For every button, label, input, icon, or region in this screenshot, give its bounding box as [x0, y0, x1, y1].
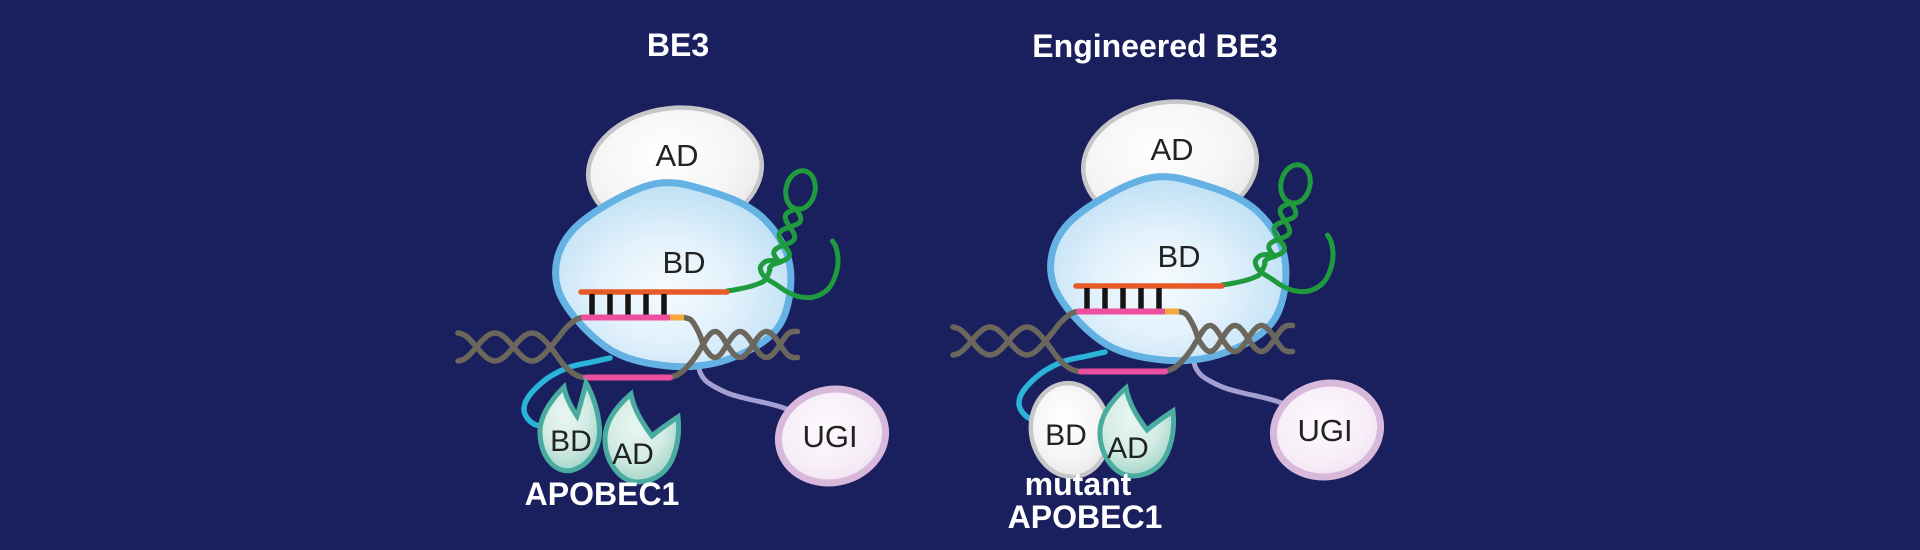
bd-domain-label: BD [1157, 239, 1200, 274]
base-pair-ticks [589, 294, 667, 315]
apobec-bd-leaf [537, 376, 603, 474]
cas9-bd-blob [552, 179, 795, 371]
ad-domain-label: AD [1150, 132, 1193, 167]
dna-strand [455, 330, 554, 364]
ad-domain-label: AD [655, 138, 698, 173]
dna-strand [547, 314, 588, 350]
apobec-name-label: APOBEC1 [525, 476, 680, 512]
ugi-label: UGI [802, 419, 857, 454]
dna-strand [1042, 308, 1083, 344]
mutant-apobec-name-label: APOBEC1 [1008, 499, 1163, 535]
cas9-bd-blob [1047, 173, 1290, 365]
dna-strand [700, 328, 801, 361]
engineered-be3-body: AD BD BD AD UGI [950, 99, 1385, 481]
ugi-blob [774, 385, 890, 487]
dna-strand [667, 341, 706, 381]
dna-strand [455, 330, 554, 364]
apobec-ad-label: AD [612, 438, 654, 471]
apobec-bd-label: BD [550, 425, 592, 458]
dna-strand [1162, 335, 1201, 375]
dna-strand [1176, 308, 1201, 342]
be3-body: AD BD BD AD UGI APOBEC1 [455, 105, 890, 512]
dna-strand [950, 324, 1049, 358]
diagram-engineered-be3: Engineered BE3 AD BD BD [950, 28, 1385, 535]
apobec-bd-label: BD [1045, 419, 1087, 452]
dna-strand [681, 314, 706, 348]
dna-strand [1042, 338, 1082, 375]
sgrna-scaffold-squiggle [1219, 162, 1336, 295]
apobec-ad-label: AD [1107, 432, 1149, 465]
mutant-label: mutant [1025, 466, 1132, 502]
dna-strand [1195, 322, 1296, 355]
ugi-label: UGI [1297, 413, 1352, 448]
sgrna-scaffold-squiggle [724, 168, 841, 301]
be3-title: BE3 [647, 27, 709, 63]
bd-domain-label: BD [662, 245, 705, 280]
apobec-ad-leaf [602, 389, 682, 485]
dna-strand [950, 324, 1049, 358]
diagram-be3: BE3 AD BD BD AD UG [455, 27, 890, 512]
base-pair-ticks [1084, 288, 1162, 309]
ugi-blob [1269, 379, 1385, 481]
dna-strand [700, 328, 801, 361]
dna-strand [547, 344, 587, 381]
apobec-ad-leaf [1097, 383, 1177, 479]
dna-strand [1195, 322, 1296, 355]
engineered-be3-title: Engineered BE3 [1032, 28, 1277, 64]
